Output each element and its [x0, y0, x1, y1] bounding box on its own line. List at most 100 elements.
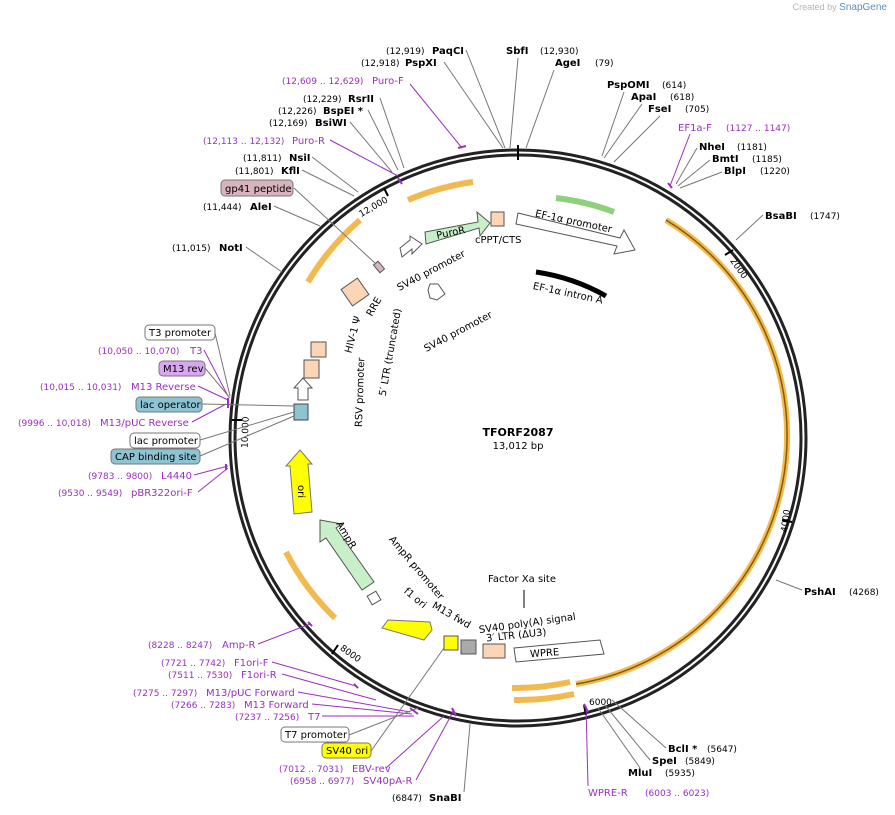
site-pos-pshai: (4268)	[849, 588, 879, 598]
primer-pos-puro-r: (12,113 .. 12,132)	[203, 137, 284, 147]
primer-name-amp-r[interactable]: Amp-R	[222, 640, 256, 651]
gp41-label[interactable]: gp41 peptide	[225, 184, 292, 195]
site-name-paqci[interactable]: PaqCI	[432, 46, 464, 57]
primer-name-puro-f[interactable]: Puro-F	[372, 76, 404, 87]
prim-leader-pbr322ori-f	[197, 467, 229, 493]
t3-promoter-label-box	[144, 324, 216, 341]
site-name-kfli[interactable]: KflI	[281, 166, 300, 177]
site-name-agei[interactable]: AgeI	[555, 58, 580, 69]
ef1a-intron-arc	[535, 269, 608, 299]
lac-promoter-label[interactable]: lac promoter	[134, 436, 199, 447]
orf-arc-bottom-b	[513, 691, 575, 704]
primer-pos-m13-forward: (7266 .. 7283)	[171, 701, 235, 711]
site-name-noti[interactable]: NotI	[219, 243, 243, 254]
site-name-blpi[interactable]: BlpI	[724, 166, 746, 177]
site-pos-rsrii: (12,229)	[303, 95, 342, 105]
primer-name-wpre-r[interactable]: WPRE-R	[588, 788, 628, 799]
prim-leader-m13-forward	[311, 703, 413, 715]
prim-leader-t3	[203, 349, 229, 397]
primer-name-l4440[interactable]: L4440	[161, 471, 192, 482]
site-name-pspomi[interactable]: PspOMI	[607, 80, 649, 91]
site-pos-sbfi: (12,930)	[540, 47, 579, 57]
leader-snabi	[463, 723, 471, 793]
feature-label-wpre: WPRE	[530, 647, 560, 660]
ori-arrow	[284, 449, 314, 515]
primer-name-pbr322ori-f[interactable]: pBR322ori-F	[131, 488, 193, 499]
plasmid-name: TFORF2087	[483, 426, 554, 439]
site-pos-bspei: (12,226)	[278, 107, 317, 117]
site-name-nhei[interactable]: NheI	[699, 142, 725, 153]
box-leader-m13rev	[204, 367, 231, 399]
site-name-bmti[interactable]: BmtI	[712, 154, 739, 165]
leader-paqci	[465, 49, 506, 149]
tick-label-8000: 8000	[338, 644, 363, 665]
leader-agei	[525, 69, 555, 149]
orf-arc-right	[575, 217, 791, 687]
primer-name-t3[interactable]: T3	[189, 346, 202, 357]
lac-operator-label[interactable]: lac operator	[140, 400, 201, 411]
primer-name-f1ori-f[interactable]: F1ori-F	[234, 658, 269, 669]
site-name-pshai[interactable]: PshAI	[804, 587, 836, 598]
site-name-bspei[interactable]: BspEI *	[323, 106, 364, 117]
leader-bsiwi	[349, 121, 393, 173]
site-name-sbfi[interactable]: SbfI	[506, 46, 528, 57]
rre-box	[340, 277, 370, 307]
primer-name-m13-reverse[interactable]: M13 Reverse	[131, 382, 196, 393]
site-name-pspxi[interactable]: PspXI	[405, 58, 437, 69]
leader-spei	[603, 703, 651, 761]
leader-bcli	[611, 699, 667, 749]
primer-name-m13-forward[interactable]: M13 Forward	[244, 700, 309, 711]
puror-arrow	[424, 210, 491, 245]
leader-mlui	[597, 707, 641, 769]
primer-name-f1ori-r[interactable]: F1ori-R	[241, 670, 277, 681]
site-name-spei[interactable]: SpeI	[652, 756, 677, 767]
ampr-arrow	[319, 519, 375, 591]
site-name-nsii[interactable]: NsiI	[289, 153, 310, 164]
site-name-apai[interactable]: ApaI	[631, 92, 656, 103]
m13-rev-label[interactable]: M13 rev	[163, 364, 204, 375]
site-name-rsrii[interactable]: RsrII	[348, 94, 374, 105]
sv40-promoter-arrow-a	[399, 235, 423, 258]
site-name-snabi[interactable]: SnaBI	[429, 793, 461, 804]
hiv-psi-box	[310, 341, 327, 358]
t3-promoter-label[interactable]: T3 promoter	[148, 328, 212, 339]
site-name-fsei[interactable]: FseI	[648, 104, 671, 115]
tick-label-6000: 6000	[589, 698, 612, 708]
leader-noti	[245, 246, 283, 273]
mark-puro-r	[397, 177, 403, 185]
site-name-bsabi[interactable]: BsaBI	[765, 211, 797, 222]
site-pos-kfli: (11,801)	[235, 167, 274, 177]
leader-fsei	[613, 115, 661, 163]
primer-name-ebv-rev[interactable]: EBV-rev	[352, 764, 391, 775]
primer-name-sv40pa-r[interactable]: SV40pA-R	[363, 776, 412, 787]
wpre-arrow	[513, 639, 605, 663]
site-pos-agei: (79)	[595, 59, 613, 69]
primer-name-t7[interactable]: T7	[307, 712, 320, 723]
site-name-bsiwi[interactable]: BsiWI	[315, 118, 347, 129]
primer-pos-m13-puc-reverse: (9996 .. 10,018)	[18, 419, 91, 429]
site-name-bcli[interactable]: BclI *	[668, 744, 698, 755]
site-pos-fsei: (705)	[685, 105, 709, 115]
site-pos-nhei: (1181)	[737, 143, 767, 153]
site-pos-bcli: (5647)	[707, 745, 737, 755]
primer-name-puro-r[interactable]: Puro-R	[292, 136, 325, 147]
orf-arc-right-core	[575, 219, 788, 685]
orf-arc-bottom-a	[511, 679, 571, 692]
site-name-mlui[interactable]: MluI	[628, 768, 652, 779]
t7-promoter-label[interactable]: T7 promoter	[284, 730, 348, 741]
primer-name-m13-puc-reverse[interactable]: M13/pUC Reverse	[100, 418, 189, 429]
sv40-polya-box	[460, 639, 477, 655]
primer-pos-sv40pa-r: (6958 .. 6977)	[290, 777, 354, 787]
primer-ring-marks	[225, 145, 673, 717]
sv40-promoter-arrow-b	[427, 283, 446, 301]
primer-pos-f1ori-f: (7721 .. 7742)	[161, 659, 225, 669]
site-name-alei[interactable]: AleI	[250, 202, 272, 213]
cap-site-label[interactable]: CAP binding site	[115, 452, 197, 463]
sv40-ori-label[interactable]: SV40 ori	[326, 746, 368, 757]
feature-label-cppt: cPPT/CTS	[475, 235, 521, 246]
primer-name-m13-puc-forward[interactable]: M13/pUC Forward	[206, 688, 295, 699]
feature-label-ori: ori	[295, 485, 306, 498]
primer-pos-f1ori-r: (7511 .. 7530)	[168, 671, 232, 681]
tick-12000	[383, 187, 389, 197]
primer-name-ef1a-f[interactable]: EF1a-F	[678, 123, 712, 134]
